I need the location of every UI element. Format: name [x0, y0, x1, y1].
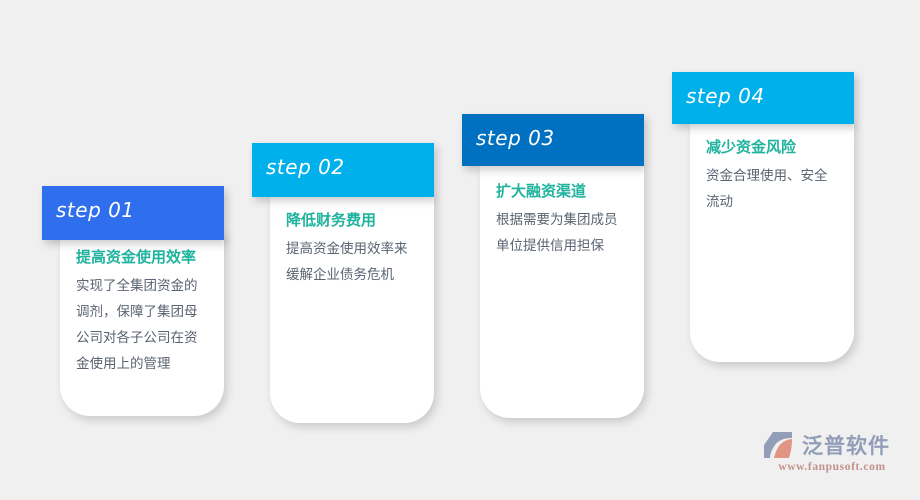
step-banner-label-4: step 04 [686, 84, 765, 108]
step-banner-4[interactable]: step 04 [672, 72, 854, 124]
step-description-3: 根据需要为集团成员单位提供信用担保 [496, 211, 618, 254]
fanpu-logo-icon [762, 430, 796, 460]
step-banner-2[interactable]: step 02 [252, 143, 434, 197]
step-card-body-4: 减少资金风险 资金合理使用、安全流动 [690, 122, 854, 362]
step-banner-label-1: step 01 [56, 198, 135, 222]
step-title-3: 扩大融资渠道 [496, 182, 587, 200]
step-card-body-2: 降低财务费用 提高资金使用效率来缓解企业债务危机 [270, 195, 434, 423]
step-banner-label-3: step 03 [476, 126, 555, 150]
step-banner-3[interactable]: step 03 [462, 114, 644, 166]
step-banner-1[interactable]: step 01 [42, 186, 224, 240]
step-card-body-3: 扩大融资渠道 根据需要为集团成员单位提供信用担保 [480, 166, 644, 418]
watermark-logo: 泛普软件 www.fanpusoft.com [762, 430, 902, 486]
step-card-body-1: 提高资金使用效率 实现了全集团资金的调剂，保障了集团母公司对各子公司在资金使用上… [60, 232, 224, 416]
step-description-1: 实现了全集团资金的调剂，保障了集团母公司对各子公司在资金使用上的管理 [76, 277, 198, 373]
step-title-4: 减少资金风险 [706, 138, 797, 156]
step-title-1: 提高资金使用效率 [76, 248, 197, 266]
step-banner-label-2: step 02 [266, 155, 345, 179]
step-description-2: 提高资金使用效率来缓解企业债务危机 [286, 240, 408, 283]
step-title-2: 降低财务费用 [286, 211, 377, 229]
step-description-4: 资金合理使用、安全流动 [706, 167, 828, 210]
watermark-brand-name: 泛普软件 [802, 434, 890, 458]
watermark-url: www.fanpusoft.com [778, 461, 886, 473]
